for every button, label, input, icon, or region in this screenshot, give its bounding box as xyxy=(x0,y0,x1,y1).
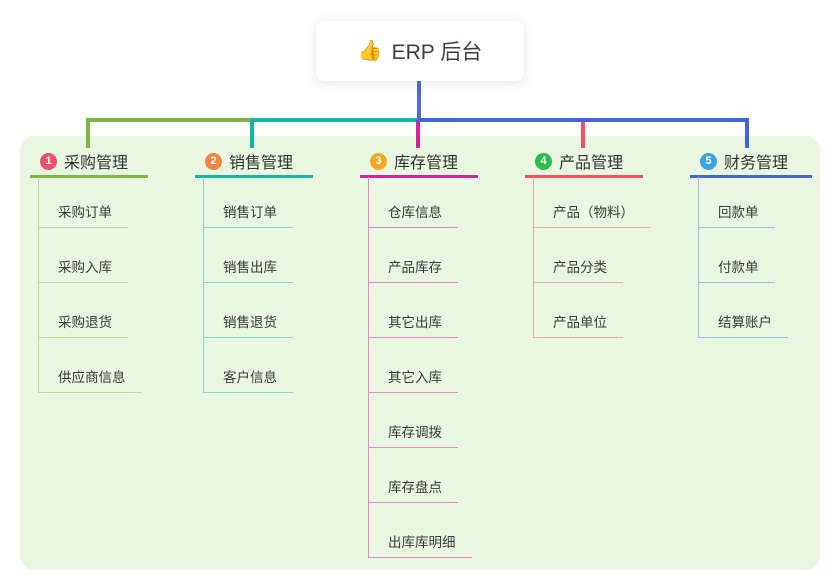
child-node[interactable]: 产品（物料） xyxy=(534,201,650,228)
branch-number-badge: 1 xyxy=(40,152,57,170)
branch-label: 产品管理 xyxy=(559,155,624,172)
child-node[interactable]: 库存调拨 xyxy=(369,421,458,448)
child-node[interactable]: 采购订单 xyxy=(39,201,128,228)
branch-children: 回款单付款单结算账户 xyxy=(698,177,788,338)
child-node[interactable]: 回款单 xyxy=(699,201,775,228)
branch-label: 库存管理 xyxy=(394,155,459,172)
child-node[interactable]: 库存盘点 xyxy=(369,476,458,503)
child-node[interactable]: 其它入库 xyxy=(369,366,458,393)
child-row: 回款单 xyxy=(699,177,788,228)
child-row: 付款单 xyxy=(699,228,788,283)
branch-header[interactable]: 2 销售管理 xyxy=(195,147,313,178)
child-row: 供应商信息 xyxy=(39,338,142,393)
branch-label: 财务管理 xyxy=(724,155,789,172)
child-node[interactable]: 销售出库 xyxy=(204,256,293,283)
child-row: 库存调拨 xyxy=(369,393,472,448)
branch-children: 销售订单销售出库销售退货客户信息 xyxy=(203,177,293,393)
child-node[interactable]: 产品分类 xyxy=(534,256,623,283)
child-row: 结算账户 xyxy=(699,283,788,338)
child-node[interactable]: 客户信息 xyxy=(204,366,293,393)
branch-header[interactable]: 5 财务管理 xyxy=(690,147,812,178)
background-panel xyxy=(20,136,820,570)
child-row: 产品分类 xyxy=(534,228,650,283)
branch-label: 采购管理 xyxy=(64,155,129,172)
branch-number-badge: 5 xyxy=(700,152,717,170)
child-row: 库存盘点 xyxy=(369,448,472,503)
root-node[interactable]: 👍 ERP 后台 xyxy=(316,21,524,81)
child-row: 销售订单 xyxy=(204,177,293,228)
branch-header[interactable]: 4 产品管理 xyxy=(525,147,643,178)
thumbs-up-icon: 👍 xyxy=(357,40,383,62)
child-row: 出库库明细 xyxy=(369,503,472,558)
child-node[interactable]: 产品库存 xyxy=(369,256,458,283)
child-node[interactable]: 仓库信息 xyxy=(369,201,458,228)
branch-label: 销售管理 xyxy=(229,155,294,172)
branch-number-badge: 4 xyxy=(535,152,552,170)
child-node[interactable]: 结算账户 xyxy=(699,311,788,338)
child-node[interactable]: 其它出库 xyxy=(369,311,458,338)
child-node[interactable]: 采购入库 xyxy=(39,256,128,283)
branch-number-badge: 3 xyxy=(370,152,387,170)
branch-header[interactable]: 1 采购管理 xyxy=(30,147,148,178)
child-row: 产品（物料） xyxy=(534,177,650,228)
branch-number-badge: 2 xyxy=(205,152,222,170)
child-node[interactable]: 产品单位 xyxy=(534,311,623,338)
child-row: 客户信息 xyxy=(204,338,293,393)
branch-header[interactable]: 3 库存管理 xyxy=(360,147,478,178)
child-row: 仓库信息 xyxy=(369,177,472,228)
branch-children: 仓库信息产品库存其它出库其它入库库存调拨库存盘点出库库明细 xyxy=(368,177,472,558)
child-row: 其它入库 xyxy=(369,338,472,393)
child-row: 产品单位 xyxy=(534,283,650,338)
child-row: 采购退货 xyxy=(39,283,142,338)
child-node[interactable]: 销售订单 xyxy=(204,201,293,228)
child-node[interactable]: 采购退货 xyxy=(39,311,128,338)
child-node[interactable]: 付款单 xyxy=(699,256,775,283)
child-row: 销售出库 xyxy=(204,228,293,283)
child-row: 销售退货 xyxy=(204,283,293,338)
branch-children: 产品（物料） 产品分类产品单位 xyxy=(533,177,650,338)
branch-children: 采购订单采购入库采购退货供应商信息 xyxy=(38,177,142,393)
child-row: 采购订单 xyxy=(39,177,142,228)
child-node[interactable]: 供应商信息 xyxy=(39,366,142,393)
child-row: 产品库存 xyxy=(369,228,472,283)
child-row: 采购入库 xyxy=(39,228,142,283)
root-title: ERP 后台 xyxy=(391,41,483,64)
child-row: 其它出库 xyxy=(369,283,472,338)
child-node[interactable]: 出库库明细 xyxy=(369,531,472,558)
child-node[interactable]: 销售退货 xyxy=(204,311,293,338)
